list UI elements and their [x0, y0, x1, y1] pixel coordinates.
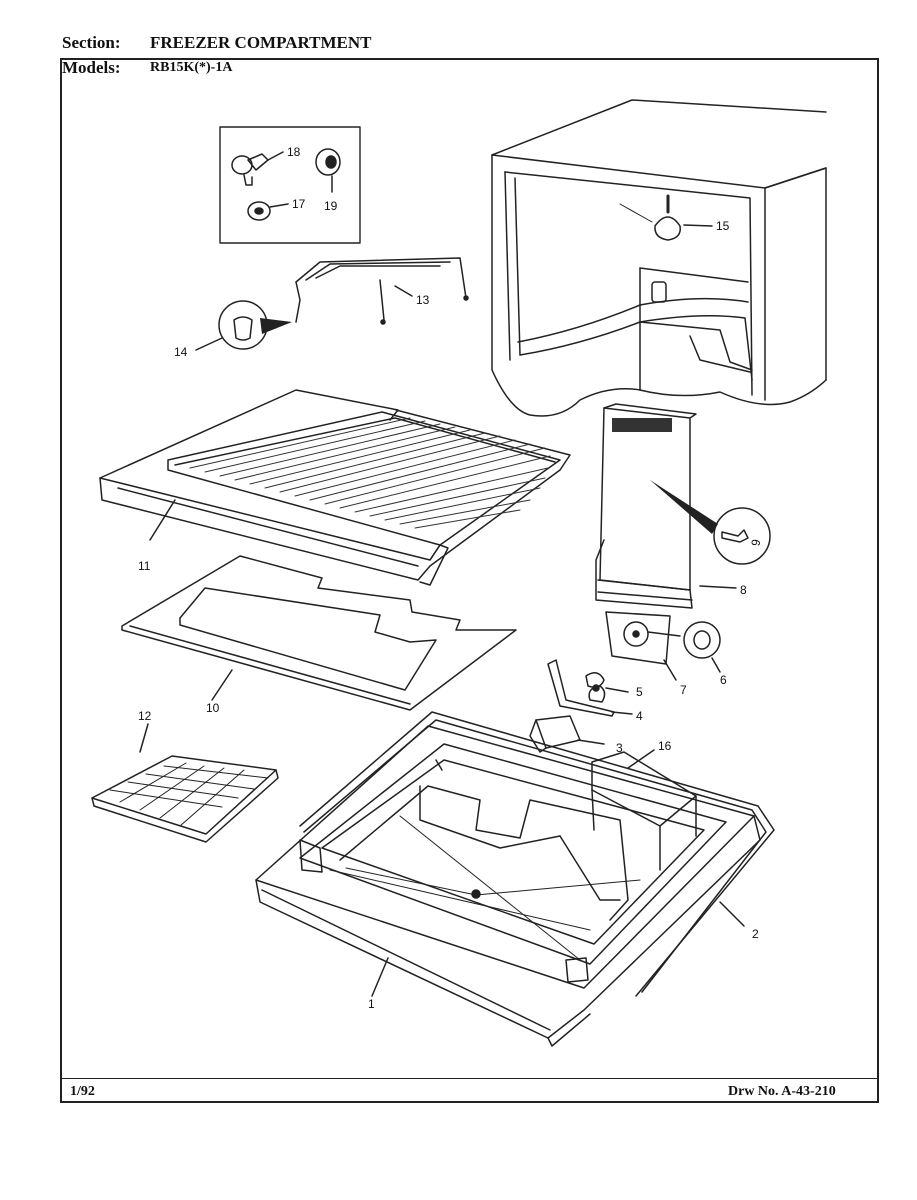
part-14-icon — [195, 300, 292, 351]
freezer-cabinet — [491, 99, 827, 417]
callout-14: 14 — [174, 345, 188, 359]
models-label: Models: — [62, 58, 121, 77]
part-2-gasket — [299, 711, 775, 997]
part-11-evaporator-shelf — [99, 389, 571, 586]
callout-9: 9 — [748, 538, 763, 547]
part-18-icon — [231, 153, 269, 186]
section-value: FREEZER COMPARTMENT — [150, 33, 372, 52]
callout-7: 7 — [680, 683, 687, 697]
inset-parts-box — [219, 126, 361, 244]
footer-divider — [60, 1078, 879, 1079]
callout-16: 16 — [658, 739, 672, 753]
part-10-liner — [121, 555, 517, 711]
callout-4: 4 — [636, 709, 643, 723]
part-17-icon — [247, 201, 271, 221]
callout-11: 11 — [138, 559, 151, 573]
models-value: RB15K(*)-1A — [150, 60, 233, 75]
part-4-motor-bracket — [547, 659, 633, 717]
footer-date: 1/92 — [70, 1084, 95, 1099]
callout-10: 10 — [206, 701, 220, 715]
section-label: Section: — [62, 33, 121, 52]
part-7-fan-bracket — [605, 611, 681, 681]
callout-18: 18 — [287, 145, 301, 159]
drawing-frame — [60, 58, 879, 1103]
callout-15: 15 — [716, 219, 730, 233]
callout-13: 13 — [416, 293, 430, 307]
callout-8: 8 — [740, 583, 747, 597]
part-9-screw-icon — [713, 507, 771, 565]
part-3-fan-motor — [529, 715, 605, 753]
part-19-icon — [315, 148, 341, 176]
callout-19: 19 — [324, 199, 338, 213]
part-6-grommet-icon — [683, 621, 721, 673]
callout-12: 12 — [138, 709, 152, 723]
part-12-ice-tray — [91, 723, 279, 843]
part-8-air-duct — [595, 403, 737, 609]
callout-17: 17 — [292, 197, 306, 211]
footer-drawing-number: Drw No. A-43-210 — [728, 1084, 836, 1099]
part-15-icon — [654, 194, 681, 241]
callout-3: 3 — [616, 741, 623, 755]
callout-1: 1 — [368, 997, 375, 1011]
part-13-shelf-wire — [295, 257, 469, 325]
callout-6: 6 — [720, 673, 727, 687]
part-1-liner-tray — [255, 725, 761, 1047]
part-5-fan-blade — [585, 672, 629, 703]
callout-5: 5 — [636, 685, 643, 699]
callout-labels: 1 2 3 4 5 6 7 8 9 10 11 12 13 14 15 16 1… — [138, 145, 763, 1011]
callout-2: 2 — [752, 927, 759, 941]
